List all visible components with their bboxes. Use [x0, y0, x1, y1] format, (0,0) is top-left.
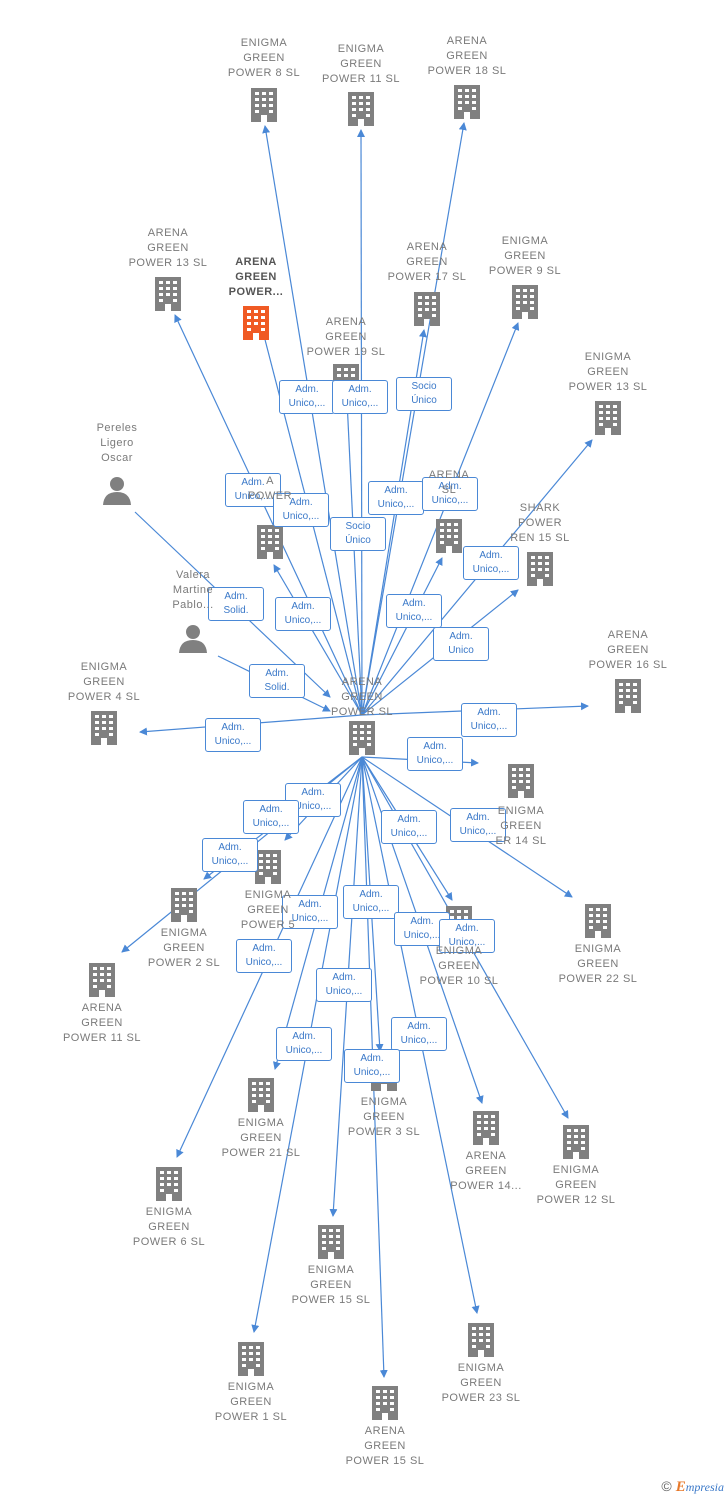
building-icon[interactable]	[243, 306, 269, 340]
building-icon[interactable]	[454, 85, 480, 119]
brand-logo-letter: E	[675, 1479, 686, 1495]
building-icon[interactable]	[595, 401, 621, 435]
building-icon[interactable]	[91, 711, 117, 745]
edge-label-eg5[interactable]: Adm. Unico,...	[285, 783, 341, 817]
copyright-symbol: ©	[661, 1478, 672, 1494]
edge-label-eg8[interactable]: Adm. Unico,...	[279, 380, 335, 414]
building-icon[interactable]	[527, 552, 553, 586]
building-icon[interactable]	[89, 963, 115, 997]
edge-label-eg1[interactable]: Adm. Unico,...	[276, 1027, 332, 1061]
edge-label-eg14[interactable]: Adm. Unico,...	[407, 737, 463, 771]
brand-logo-text: mpresia	[685, 1480, 724, 1494]
edge-label-eg4[interactable]: Adm. Unico,...	[205, 718, 261, 752]
edge-label-ag19[interactable]: Socio Único	[330, 517, 386, 551]
edge-label-eg3[interactable]: Adm. Unico,...	[343, 885, 399, 919]
building-icon[interactable]	[318, 1225, 344, 1259]
edge-center-ag19	[343, 399, 363, 716]
building-icon[interactable]	[348, 92, 374, 126]
building-icon[interactable]	[436, 519, 462, 553]
person-icon[interactable]	[103, 477, 131, 505]
person-icon[interactable]	[179, 625, 207, 653]
footer-brand[interactable]: ©Empresia	[661, 1478, 724, 1496]
edge-label-shark[interactable]: Adm. Unico	[433, 627, 489, 661]
node-layer	[89, 85, 641, 1420]
edge-label-eg6[interactable]: Adm. Unico,...	[236, 939, 292, 973]
edge-label-eg13[interactable]: Adm. Unico,...	[463, 546, 519, 580]
edge-label-hid1[interactable]: Adm. Unico,...	[275, 597, 331, 631]
building-icon[interactable]	[251, 88, 277, 122]
edge-label-eg9[interactable]: Adm. Unico,...	[422, 477, 478, 511]
building-icon[interactable]	[468, 1323, 494, 1357]
edge-center-eg11	[357, 129, 366, 716]
edge-label-eg23[interactable]: Adm. Unico,...	[391, 1017, 447, 1051]
edge-label-ag13[interactable]: Adm. Unico,...	[225, 473, 281, 507]
building-icon[interactable]	[372, 1386, 398, 1420]
edge-label-valera[interactable]: Adm. Solid.	[249, 664, 305, 698]
edge-label-eg11[interactable]: Adm. Unico,...	[332, 380, 388, 414]
edge-label-ag15[interactable]: Adm. Unico,...	[344, 1049, 400, 1083]
building-icon[interactable]	[155, 277, 181, 311]
building-icon[interactable]	[255, 850, 281, 884]
edge-center-hid2	[361, 557, 443, 716]
building-icon[interactable]	[585, 904, 611, 938]
edge-label-agp[interactable]: Adm. Unico,...	[273, 493, 329, 527]
edge-label-hid2[interactable]: Adm. Unico,...	[386, 594, 442, 628]
edge-label-eg22[interactable]: Adm. Unico,...	[450, 808, 506, 842]
building-icon[interactable]	[615, 679, 641, 713]
building-icon[interactable]	[512, 285, 538, 319]
building-icon[interactable]	[473, 1111, 499, 1145]
building-icon[interactable]	[257, 525, 283, 559]
edge-center-hid1	[273, 564, 363, 716]
building-icon[interactable]	[156, 1167, 182, 1201]
edge-label-eg10[interactable]: Adm. Unico,...	[381, 810, 437, 844]
building-icon[interactable]	[238, 1342, 264, 1376]
building-icon[interactable]	[171, 888, 197, 922]
edge-label-eg2[interactable]: Adm. Unico,...	[243, 800, 299, 834]
edge-label-ag17[interactable]: Adm. Unico,...	[368, 481, 424, 515]
edge-label-ag16[interactable]: Adm. Unico,...	[461, 703, 517, 737]
building-icon[interactable]	[349, 721, 375, 755]
edge-label-pereles[interactable]: Adm. Solid.	[208, 587, 264, 621]
building-icon[interactable]	[248, 1078, 274, 1112]
edge-label-eg12[interactable]: Adm. Unico,...	[439, 919, 495, 953]
edge-label-ag11[interactable]: Adm. Unico,...	[202, 838, 258, 872]
edge-center-eg8	[262, 125, 363, 716]
building-icon[interactable]	[508, 764, 534, 798]
building-icon[interactable]	[414, 292, 440, 326]
edge-center-ag18	[361, 122, 467, 716]
edge-label-eg15[interactable]: Adm. Unico,...	[316, 968, 372, 1002]
building-icon[interactable]	[563, 1125, 589, 1159]
edge-center-ag13	[174, 314, 363, 716]
edge-label-ag18[interactable]: Socio Único	[396, 377, 452, 411]
edge-label-eg21[interactable]: Adm. Unico,...	[282, 895, 338, 929]
